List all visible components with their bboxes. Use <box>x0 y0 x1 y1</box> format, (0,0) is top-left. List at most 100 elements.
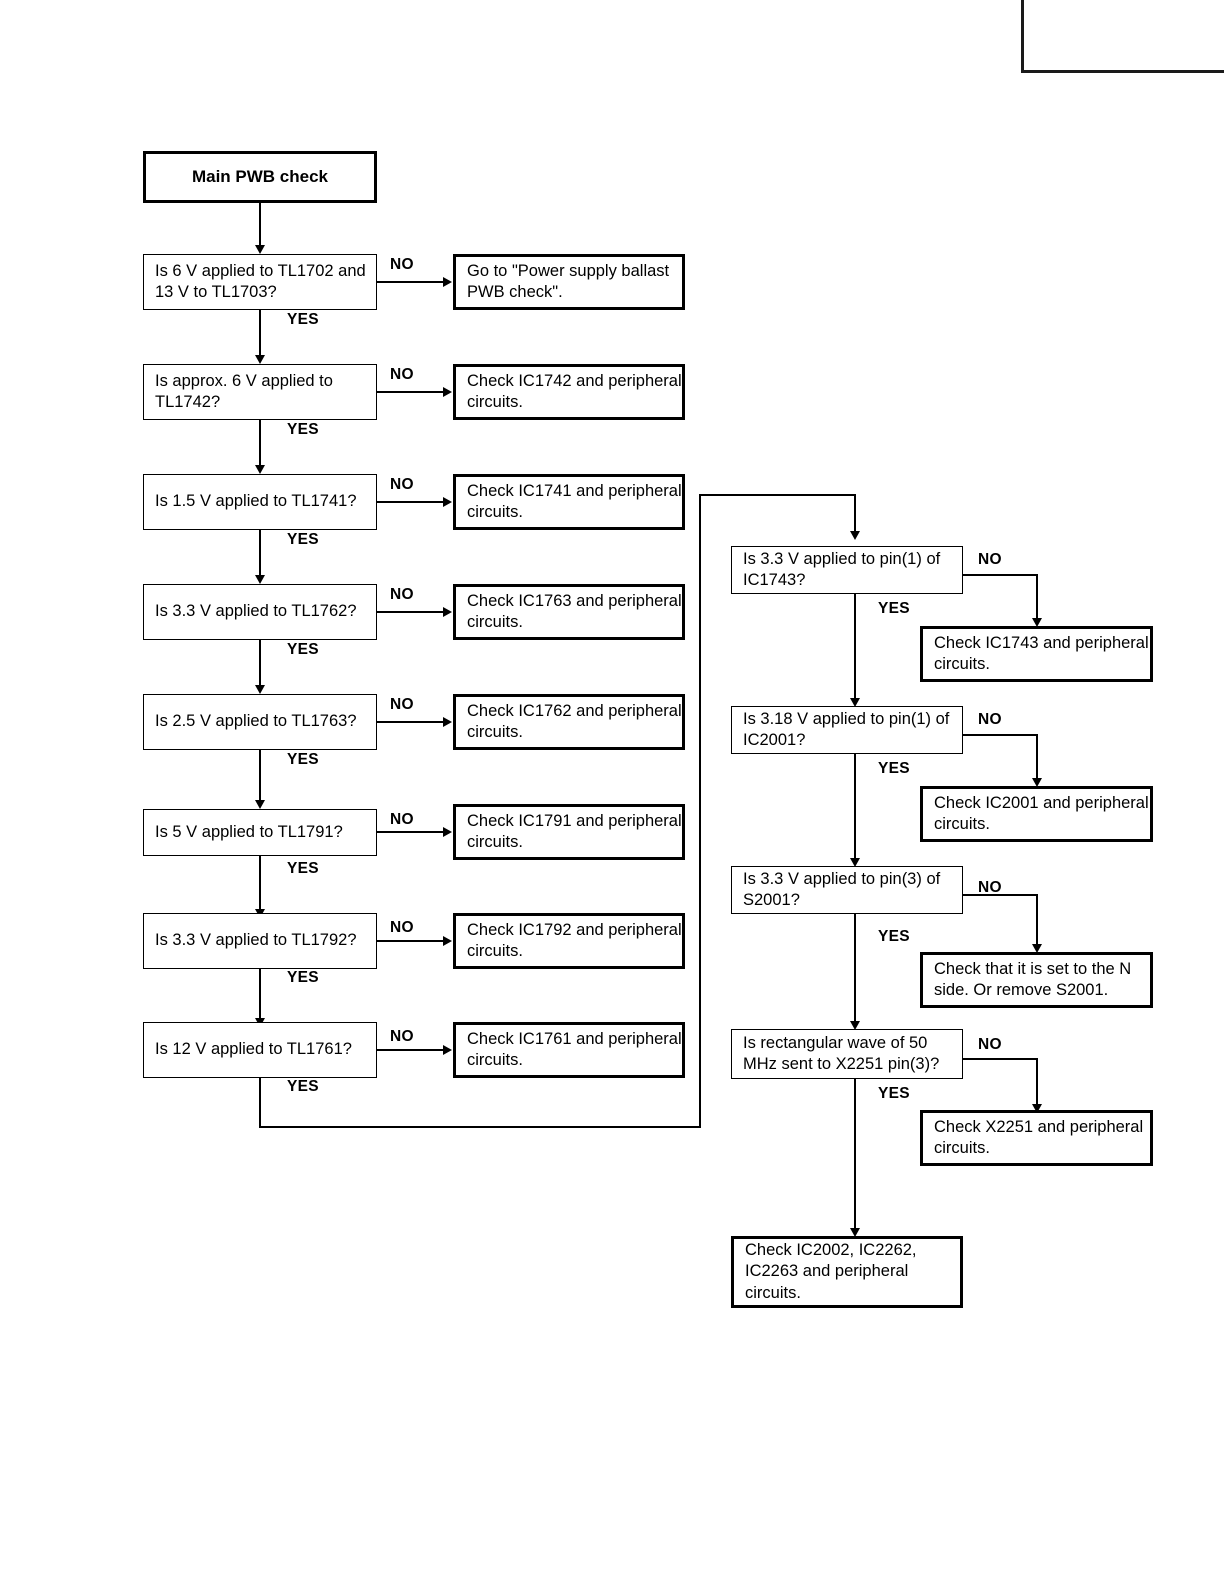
arrowhead-right-2 <box>443 386 452 397</box>
no-line-2 <box>377 391 445 393</box>
crossover-line-down <box>259 1078 261 1128</box>
question-label-1: Is 6 V applied to TL1702 and 13 V to TL1… <box>155 261 366 301</box>
action-box-2: Check IC1742 and peripheral circuits. <box>453 364 685 420</box>
yes-line-11 <box>854 914 856 1024</box>
branch-label-yes-3: YES <box>287 531 319 548</box>
crossover-line-right <box>259 1126 701 1128</box>
arrowhead-down-4 <box>254 575 265 584</box>
no-line-10 <box>963 734 1038 736</box>
branch-label-yes-12: YES <box>878 1085 910 1102</box>
branch-label-no-10: NO <box>978 711 1002 728</box>
no-line-7 <box>377 940 445 942</box>
yes-line-10 <box>854 754 856 861</box>
question-label-8: Is 12 V applied to TL1761? <box>155 1040 352 1059</box>
yes-line-5 <box>259 750 261 803</box>
action-box-5: Check IC1762 and peripheral circuits. <box>453 694 685 750</box>
yes-line-4 <box>259 640 261 688</box>
no-line-9 <box>963 574 1038 576</box>
crossover-line-top <box>699 494 856 496</box>
arrowhead-down-11 <box>849 858 860 867</box>
branch-label-no-7: NO <box>390 919 414 936</box>
question-box-11: Is 3.3 V applied to pin(3) of S2001? <box>731 866 963 914</box>
no-line-3 <box>377 501 445 503</box>
question-box-4: Is 3.3 V applied to TL1762? <box>143 584 377 640</box>
arrowhead-down-3 <box>254 465 265 474</box>
action-box-1: Go to "Power supply ballast PWB check". <box>453 254 685 310</box>
yes-line-1 <box>259 310 261 358</box>
branch-label-yes-1: YES <box>287 311 319 328</box>
question-box-12: Is rectangular wave of 50 MHz sent to X2… <box>731 1029 963 1079</box>
question-label-4: Is 3.3 V applied to TL1762? <box>155 602 357 621</box>
yes-line-7 <box>259 969 261 1021</box>
branch-label-no-4: NO <box>390 586 414 603</box>
action-label-10: Check IC2001 and peripheral circuits. <box>934 793 1149 833</box>
no-line-11-down <box>1036 894 1038 949</box>
arrowhead-down-a11 <box>1031 944 1042 953</box>
question-box-9: Is 3.3 V applied to pin(1) of IC1743? <box>731 546 963 594</box>
yes-line-3 <box>259 530 261 578</box>
action-label-9: Check IC1743 and peripheral circuits. <box>934 633 1149 673</box>
arrowhead-down-10 <box>849 698 860 707</box>
branch-label-no-1: NO <box>390 256 414 273</box>
branch-label-no-11: NO <box>978 879 1002 896</box>
question-label-7: Is 3.3 V applied to TL1792? <box>155 931 357 950</box>
start-box: Main PWB check <box>143 151 377 203</box>
action-box-6: Check IC1791 and peripheral circuits. <box>453 804 685 860</box>
question-box-7: Is 3.3 V applied to TL1792? <box>143 913 377 969</box>
question-box-5: Is 2.5 V applied to TL1763? <box>143 694 377 750</box>
no-line-9-down <box>1036 574 1038 623</box>
no-line-4 <box>377 611 445 613</box>
action-box-8: Check IC1761 and peripheral circuits. <box>453 1022 685 1078</box>
question-label-10: Is 3.18 V applied to pin(1) of IC2001? <box>743 709 950 749</box>
branch-label-yes-10: YES <box>878 760 910 777</box>
branch-label-yes-9: YES <box>878 600 910 617</box>
arrowhead-right-4 <box>443 606 452 617</box>
action-box-10: Check IC2001 and peripheral circuits. <box>920 786 1153 842</box>
arrowhead-right-8 <box>443 1044 452 1055</box>
action-label-6: Check IC1791 and peripheral circuits. <box>467 811 682 851</box>
no-line-5 <box>377 721 445 723</box>
arrowhead-right-5 <box>443 716 452 727</box>
branch-label-yes-6: YES <box>287 860 319 877</box>
yes-line-6 <box>259 856 261 912</box>
branch-label-yes-5: YES <box>287 751 319 768</box>
arrowhead-down-2 <box>254 355 265 364</box>
question-box-10: Is 3.18 V applied to pin(1) of IC2001? <box>731 706 963 754</box>
action-label-1: Go to "Power supply ballast PWB check". <box>467 261 670 301</box>
branch-label-no-2: NO <box>390 366 414 383</box>
yes-line-9 <box>854 594 856 701</box>
question-box-1: Is 6 V applied to TL1702 and 13 V to TL1… <box>143 254 377 310</box>
action-box-7: Check IC1792 and peripheral circuits. <box>453 913 685 969</box>
yes-line-12 <box>854 1079 856 1231</box>
arrowhead-right-6 <box>443 826 452 837</box>
action-label-12: Check X2251 and peripheral circuits. <box>934 1117 1144 1157</box>
no-line-8 <box>377 1049 445 1051</box>
arrowhead-down-5 <box>254 685 265 694</box>
arrowhead-right-3 <box>443 496 452 507</box>
arrowhead-down-9 <box>849 531 860 540</box>
question-label-3: Is 1.5 V applied to TL1741? <box>155 492 357 511</box>
arrowhead-down-a10 <box>1031 778 1042 787</box>
action-box-9: Check IC1743 and peripheral circuits. <box>920 626 1153 682</box>
arrowhead-down-a9 <box>1031 618 1042 627</box>
header-rule-horizontal <box>1021 70 1224 73</box>
yes-line-2 <box>259 420 261 468</box>
branch-label-yes-7: YES <box>287 969 319 986</box>
question-box-3: Is 1.5 V applied to TL1741? <box>143 474 377 530</box>
question-box-8: Is 12 V applied to TL1761? <box>143 1022 377 1078</box>
branch-label-yes-2: YES <box>287 421 319 438</box>
branch-label-no-3: NO <box>390 476 414 493</box>
question-box-2: Is approx. 6 V applied to TL1742? <box>143 364 377 420</box>
branch-label-no-12: NO <box>978 1036 1002 1053</box>
arrowhead-down-a12 <box>1031 1104 1042 1113</box>
question-label-12: Is rectangular wave of 50 MHz sent to X2… <box>743 1033 940 1073</box>
branch-label-yes-11: YES <box>878 928 910 945</box>
branch-label-yes-8: YES <box>287 1078 319 1095</box>
question-label-6: Is 5 V applied to TL1791? <box>155 822 343 841</box>
header-rule-vertical <box>1021 0 1024 73</box>
action-box-12: Check X2251 and peripheral circuits. <box>920 1110 1153 1166</box>
action-label-8: Check IC1761 and peripheral circuits. <box>467 1029 682 1069</box>
branch-label-no-9: NO <box>978 551 1002 568</box>
arrowhead-down-q1 <box>254 245 265 254</box>
no-line-10-down <box>1036 734 1038 783</box>
